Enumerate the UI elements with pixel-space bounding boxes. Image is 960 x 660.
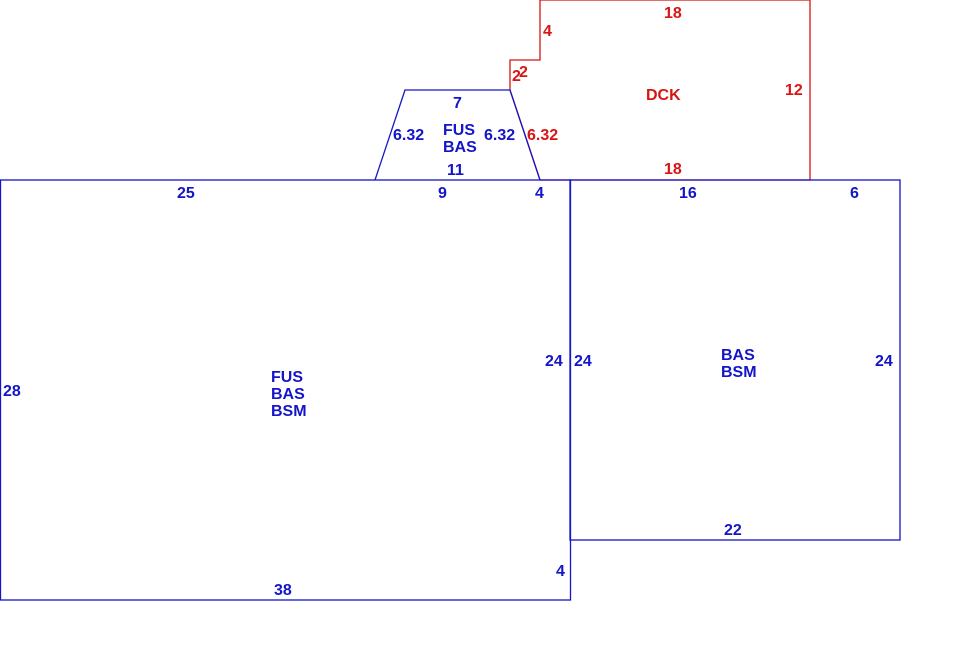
- dim-main-bottom: 38: [274, 582, 292, 599]
- dim-right-top-left: 16: [679, 185, 697, 202]
- bay-code-fus: FUS: [443, 122, 475, 139]
- main-code-bas: BAS: [271, 386, 305, 403]
- dim-bay-left: 6.32: [393, 127, 424, 144]
- right-area-label: BAS BSM: [721, 347, 759, 381]
- right-code-bas: BAS: [721, 347, 755, 364]
- dim-main-top-mid: 9: [438, 185, 447, 202]
- dim-main-top-left: 25: [177, 185, 195, 202]
- main-code-bsm: BSM: [271, 403, 307, 420]
- main-code-fus: FUS: [271, 369, 303, 386]
- dim-bay-top: 7: [453, 95, 462, 112]
- bay-area-label: FUS BAS: [443, 122, 479, 156]
- dim-deck-bottom: 18: [664, 161, 682, 178]
- right-code-bsm: BSM: [721, 364, 757, 381]
- dim-right-bottom: 22: [724, 522, 742, 539]
- dim-right-right: 24: [875, 353, 893, 370]
- right-block-outline: [569, 179, 901, 541]
- dim-bay-bottom: 11: [447, 162, 464, 179]
- dim-bay-right: 6.32: [484, 127, 515, 144]
- bay-code-bas: BAS: [443, 139, 477, 156]
- dim-right-left: 24: [574, 353, 592, 370]
- dim-deck-top: 18: [664, 5, 682, 22]
- dim-right-top-right: 6: [850, 185, 859, 202]
- dim-deck-step-a: 2: [519, 64, 528, 81]
- dim-main-right-bottom: 4: [556, 563, 565, 580]
- dim-main-left: 28: [3, 383, 21, 400]
- dim-deck-diagonal: 6.32: [527, 127, 558, 144]
- deck-area-label: DCK: [646, 87, 681, 104]
- dim-deck-step-b: 2: [512, 68, 521, 85]
- main-area-label: FUS BAS BSM: [271, 369, 309, 420]
- bay-outline: [374, 89, 541, 181]
- dim-main-top-right: 4: [535, 185, 544, 202]
- dim-deck-left-upper: 4: [543, 23, 552, 40]
- dim-deck-right: 12: [785, 82, 803, 99]
- dim-main-right: 24: [545, 353, 563, 370]
